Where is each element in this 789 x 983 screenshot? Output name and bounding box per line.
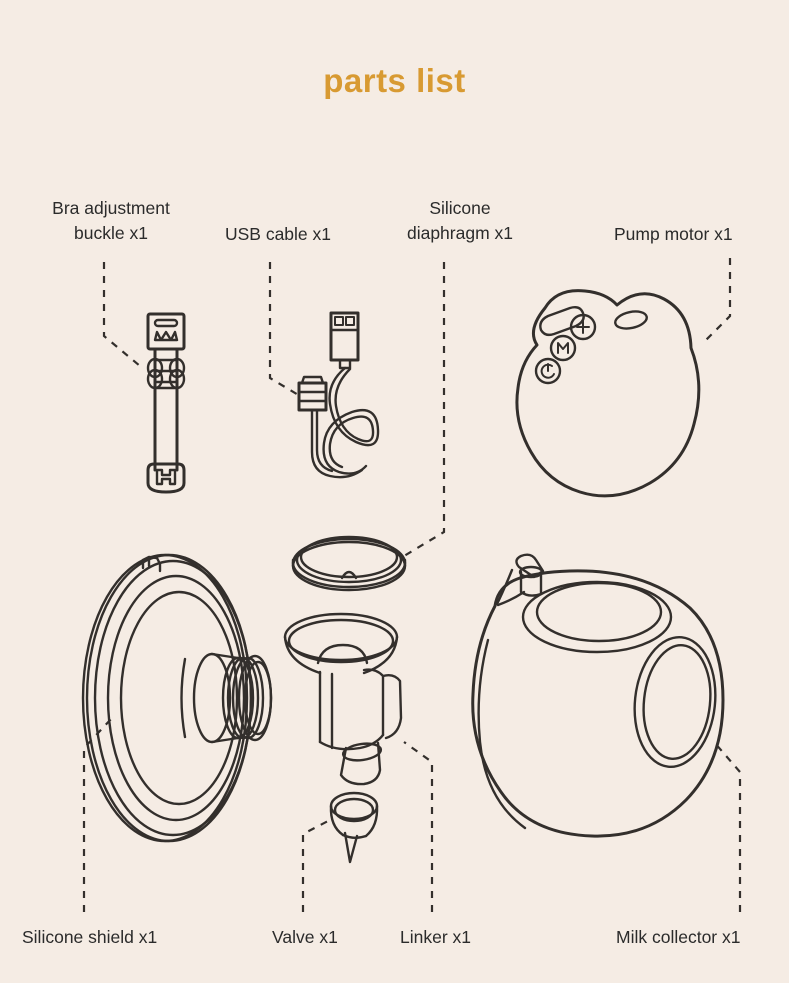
illustration-bra-adjustment-buckle (146, 312, 186, 494)
illustration-silicone-diaphragm (291, 535, 407, 592)
label-bra-adjustment-buckle: Bra adjustment buckle x1 (52, 198, 170, 244)
label-milk-collector: Milk collector x1 (616, 927, 741, 947)
illustration-usb-cable (297, 311, 380, 479)
leader-line-silicone-diaphragm (403, 262, 446, 557)
label-linker: Linker x1 (400, 927, 472, 947)
leader-line-bra-adjustment-buckle (102, 262, 141, 367)
label-silicone-diaphragm: Silicone diaphragm x1 (406, 198, 514, 244)
page-title: parts list (323, 62, 466, 99)
illustration-silicone-shield (81, 553, 273, 843)
label-valve: Valve x1 (272, 927, 338, 947)
illustration-valve (329, 791, 379, 864)
label-usb-cable: USB cable x1 (224, 224, 332, 244)
leader-line-usb-cable (268, 262, 301, 397)
illustration-linker (283, 612, 403, 786)
leader-line-valve (301, 819, 331, 912)
illustration-milk-collector (471, 553, 725, 838)
label-pump-motor: Pump motor x1 (614, 224, 733, 244)
label-silicone-shield: Silicone shield x1 (22, 927, 158, 947)
leader-line-linker (403, 741, 434, 912)
leader-line-milk-collector (713, 741, 742, 912)
leader-line-pump-motor (705, 258, 732, 341)
illustration-pump-motor (515, 289, 701, 498)
